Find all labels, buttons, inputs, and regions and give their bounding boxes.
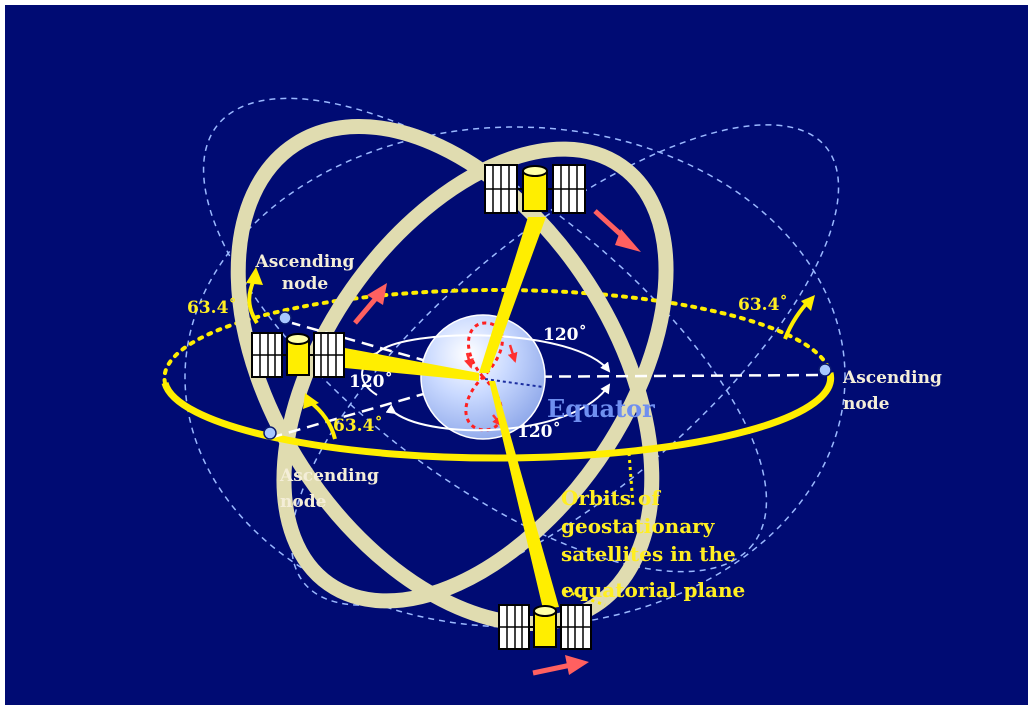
equatorial-ring-back [162,287,832,385]
motion-arrow-bottom [532,655,589,676]
ascending-node-right-label-line1: Ascending [842,368,942,388]
equator-label: Equator [547,394,655,423]
inclined-orbit-band-1 [276,141,674,609]
orbit-diagram: Ascending node Ascending node Ascending … [161,97,942,676]
geo-orbit-leader-line-2 [564,589,606,607]
geo-orbit-label-line2: geostationary [561,514,716,538]
beam-top-satellite [479,217,546,373]
node-line-bottom-left [272,375,484,439]
angle-label-top: 120˚ [543,324,587,345]
equatorial-ring-front [161,372,835,462]
inclination-label-left: 63.4˚ [187,297,237,318]
slide: Ascending node Ascending node Ascending … [5,5,1028,705]
angle-label-bottom: 120˚ [517,421,561,442]
ascending-node-marker-bottom-left [263,426,277,440]
inclination-arrow-right [783,299,811,340]
ascending-node-top-label-line1: Ascending [255,252,355,272]
ascending-node-bottom-label-line1: Ascending [279,466,379,486]
satellite-top [484,164,586,214]
inclination-arrow-bottom-head [303,393,319,409]
inclined-orbit-band-2 [230,118,660,632]
inclination-label-right: 63.4˚ [738,294,788,315]
ascending-node-marker-right [818,363,832,377]
ascending-node-bottom-label-line2: node [280,492,327,512]
beam-bottom-satellite [489,381,559,609]
motion-arrow-left [353,283,387,325]
orbit-path-dashed-outer [184,126,846,628]
inclination-arrow-left-head [246,267,263,285]
ascending-node-right-label-line2: node [843,394,890,414]
angle-label-left: 120˚ [349,371,393,392]
geo-orbit-label-line3: satellites in the [561,542,736,566]
orbit-path-dashed-tilted-left [202,97,768,573]
geo-orbit-label-line4: equatorial plane [561,578,745,602]
ascending-node-marker-top-left [278,311,292,325]
inclination-arrow-right-head [801,295,815,311]
satellite-left [251,332,345,378]
geo-orbit-label-line1: Orbits of [561,486,661,510]
motion-arrow-top [593,209,641,252]
node-line-top-left [291,321,484,379]
ground-track-figure-eight [464,321,504,432]
ascending-node-top-label-line2: node [282,274,329,294]
satellite-bottom [498,604,592,650]
inclination-label-bottom: 63.4˚ [333,415,383,436]
beam-left-satellite [345,348,479,381]
geo-orbit-leader-line [627,452,635,506]
